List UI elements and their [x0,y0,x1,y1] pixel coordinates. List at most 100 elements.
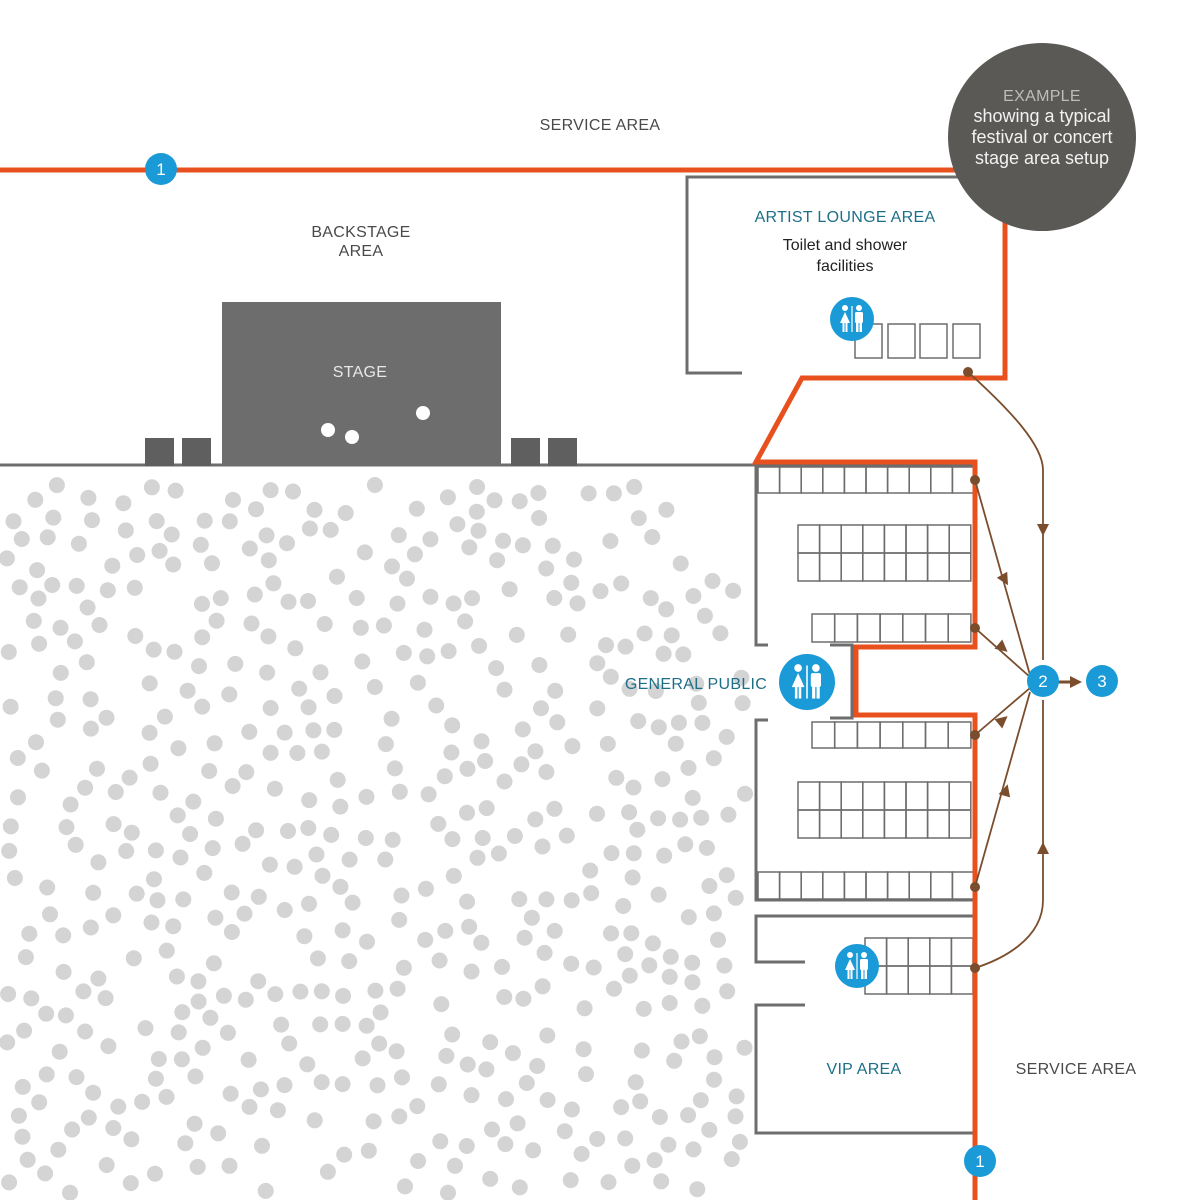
crowd-dot [419,648,436,665]
crowd-dot [629,821,646,838]
crowd-dot [556,1123,573,1140]
cubicle [907,965,931,995]
crowd-dot [110,1098,127,1115]
crowd-dot [352,619,369,636]
arrow-icon [1037,842,1049,854]
cubicle [862,524,886,554]
crowd-dot [445,867,462,884]
crowd-dot [533,700,549,717]
crowd-dot [319,1163,336,1180]
crowd-dot [285,483,301,500]
cubicle [924,613,949,643]
crowd-dot [694,997,711,1014]
crowd-dot [534,978,551,995]
crowd-dot [141,724,158,741]
flow-endpoints [963,367,980,973]
crowd-dot [598,637,614,654]
crowd-dot [289,745,306,761]
crowd-dot [67,836,84,853]
crowd-dot [731,1133,748,1150]
crowd-dot [546,590,563,606]
crowd-dot [212,590,229,607]
crowd-dot [246,586,263,603]
crowd-dot [14,1078,31,1095]
crowd-dot [589,805,605,822]
cubicle [905,552,929,582]
crowd-dot [192,536,209,553]
crowd-dot [728,1088,745,1105]
example-line1: showing a typical [973,106,1110,126]
crowd-dot [104,557,121,574]
crowd-dot [286,858,303,875]
crowd-dot [313,983,330,1000]
crowd-dot [478,1061,495,1078]
crowd-dot [498,1091,514,1108]
crowd-dot [52,619,69,636]
crowd-dot [78,654,95,671]
crowd-dot [105,907,122,924]
crowd-dot [150,1051,167,1067]
cubicle [818,809,842,839]
crowd-dot [313,743,330,760]
cubicle [879,721,904,749]
cubicle [797,552,821,582]
crowd-dot [563,1101,580,1118]
crowd-dot [308,846,325,863]
crowd-dot [504,1045,521,1062]
crowd-dot [55,963,72,980]
crowd-dot [463,1087,480,1104]
crowd-dot [223,924,240,940]
crowd-dot [241,723,258,740]
crowd-dot [348,590,365,606]
crowd-dot [64,1121,81,1138]
crowd-dot [98,709,115,726]
crowd-dot [449,516,466,533]
crowd-dot [534,838,551,855]
crowd-dot [354,1050,371,1067]
crowd-dot [222,1085,239,1102]
crowd-dot [431,952,448,969]
crowd-dot [511,891,528,908]
crowd-dot [562,1172,579,1189]
crowd-dot [464,590,481,607]
crowd-dot [549,714,566,731]
stage-label: STAGE [333,364,388,381]
crowd-dot [122,1175,139,1192]
crowd-dot [2,818,19,835]
crowd-dot [237,991,254,1008]
crowd-dot [37,1165,54,1182]
crowd-dot [189,1158,206,1175]
cubicle [818,524,842,554]
crowd-dot [514,537,531,554]
crowd-dot [705,905,722,922]
crowd-dot [513,756,530,773]
crowd-dot [276,1077,293,1094]
crowd-dot [281,1035,298,1052]
crowd-dot [685,1141,702,1158]
crowd-dot [280,593,297,610]
crowd-dot [313,1074,330,1091]
crowd-dot [625,845,642,862]
crowd-dot [62,796,79,813]
restroom-icon [830,297,874,341]
crowd-dot [477,753,494,769]
crowd-dot [410,1153,427,1169]
crowd-dot [694,714,711,731]
crowd-dot [375,617,392,634]
crowd-dot [546,800,563,817]
crowd-dot [706,1071,722,1088]
cubicle [885,965,909,995]
crowd-dot [356,544,373,561]
crowd-dot [399,570,415,587]
crowd-dot [365,1113,382,1130]
crowd-dot [129,547,146,563]
arrow-icon [994,639,1008,652]
crowd-dot [0,986,17,1002]
crowd-dot [82,691,99,708]
cubicle [856,613,881,643]
crowd-dot [701,878,718,894]
crowd-dot [725,582,742,599]
crowd-dot [417,931,434,948]
crowd-dot [29,562,46,579]
crowd-dot [300,593,316,609]
